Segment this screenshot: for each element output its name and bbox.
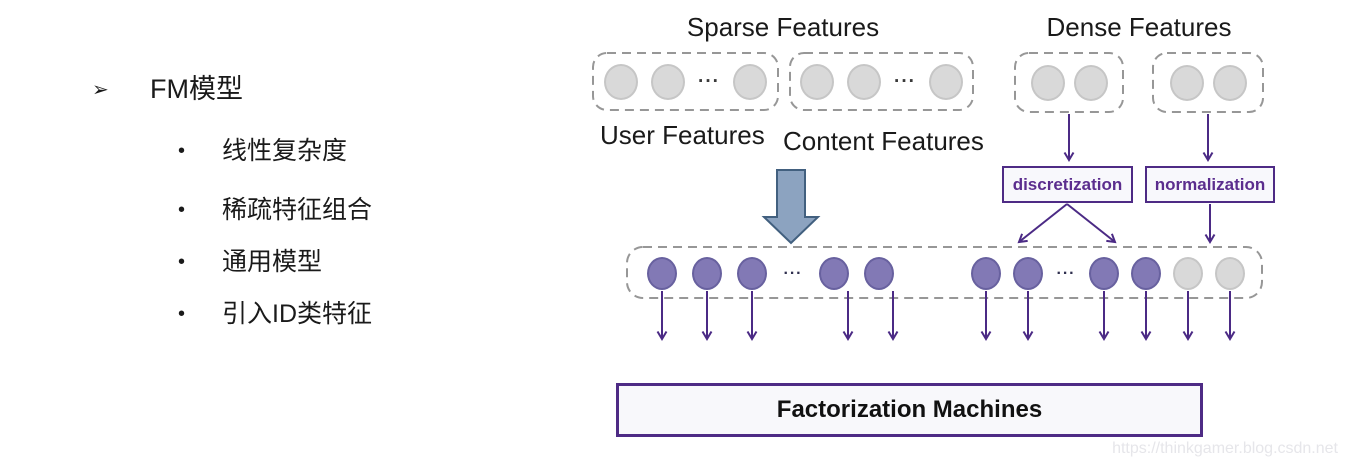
embedding-node [864,257,894,290]
bullet-item-label: 引入ID类特征 [222,300,373,328]
feature-node [1169,64,1204,101]
embedding-nodes-left: ··· [647,257,894,290]
embedding-node [1089,257,1119,290]
dense-features-nodes-1 [1015,53,1123,112]
discretization-box: discretization [1002,166,1133,203]
embedding-node [737,257,767,290]
list-marker-icon: ➢ [92,79,109,101]
bullet-dot: • [178,303,186,325]
bullet-item: • 通用模型 [178,248,322,277]
embedding-node [971,257,1001,290]
ellipsis-dots: ··· [783,264,803,282]
bullet-item-label: 线性复杂度 [222,137,348,165]
feature-node [1030,64,1065,101]
ellipsis-dots: ··· [698,71,720,92]
feature-node [1215,257,1245,290]
embedding-node [819,257,849,290]
feature-node [847,63,881,100]
dense-features-nodes-2 [1153,53,1263,112]
bullet-item-label: 通用模型 [222,248,323,276]
embedding-node [1013,257,1043,290]
normalization-label: normalization [1154,174,1266,194]
normalization-box: normalization [1145,166,1275,203]
embedding-node [647,257,677,290]
content-features-label: Content Features [783,126,984,156]
embedding-node [1131,257,1161,290]
feature-node [1212,64,1247,101]
content-features-nodes: ··· [790,53,973,110]
list-title: FM模型 [150,74,243,104]
watermark: https://thinkgamer.blog.csdn.net [1112,440,1338,457]
feature-node [800,63,834,100]
block-down-arrow-icon [761,169,821,245]
bullet-item: • 线性复杂度 [178,137,347,166]
embedding-node [692,257,722,290]
feature-node [1173,257,1203,290]
sparse-features-title: Sparse Features [686,12,880,42]
bullet-item: • 引入ID类特征 [178,300,372,329]
discretization-label: discretization [1012,174,1123,194]
factorization-machines-box: Factorization Machines [616,383,1203,437]
feature-node [928,63,963,100]
bullet-item: • 稀疏特征组合 [178,196,372,225]
feature-node [604,63,638,100]
bullet-dot: • [178,140,186,162]
factorization-machines-label: Factorization Machines [776,396,1043,423]
bullet-dot: • [178,199,186,221]
dense-features-title: Dense Features [1046,12,1232,42]
discretization-to-embedding-arrow-left [1017,203,1068,244]
bullet-item-label: 稀疏特征组合 [222,196,373,224]
user-features-label: User Features [600,120,765,150]
ellipsis-dots: ··· [894,71,916,92]
user-features-nodes: ··· [593,53,778,110]
feature-node [732,63,767,100]
discretization-to-embedding-arrow-right [1066,203,1117,244]
feature-node [1073,64,1108,101]
embedding-nodes-right: ··· [971,257,1245,290]
bullet-dot: • [178,251,186,273]
ellipsis-dots: ··· [1056,264,1076,282]
feature-node [651,63,685,100]
